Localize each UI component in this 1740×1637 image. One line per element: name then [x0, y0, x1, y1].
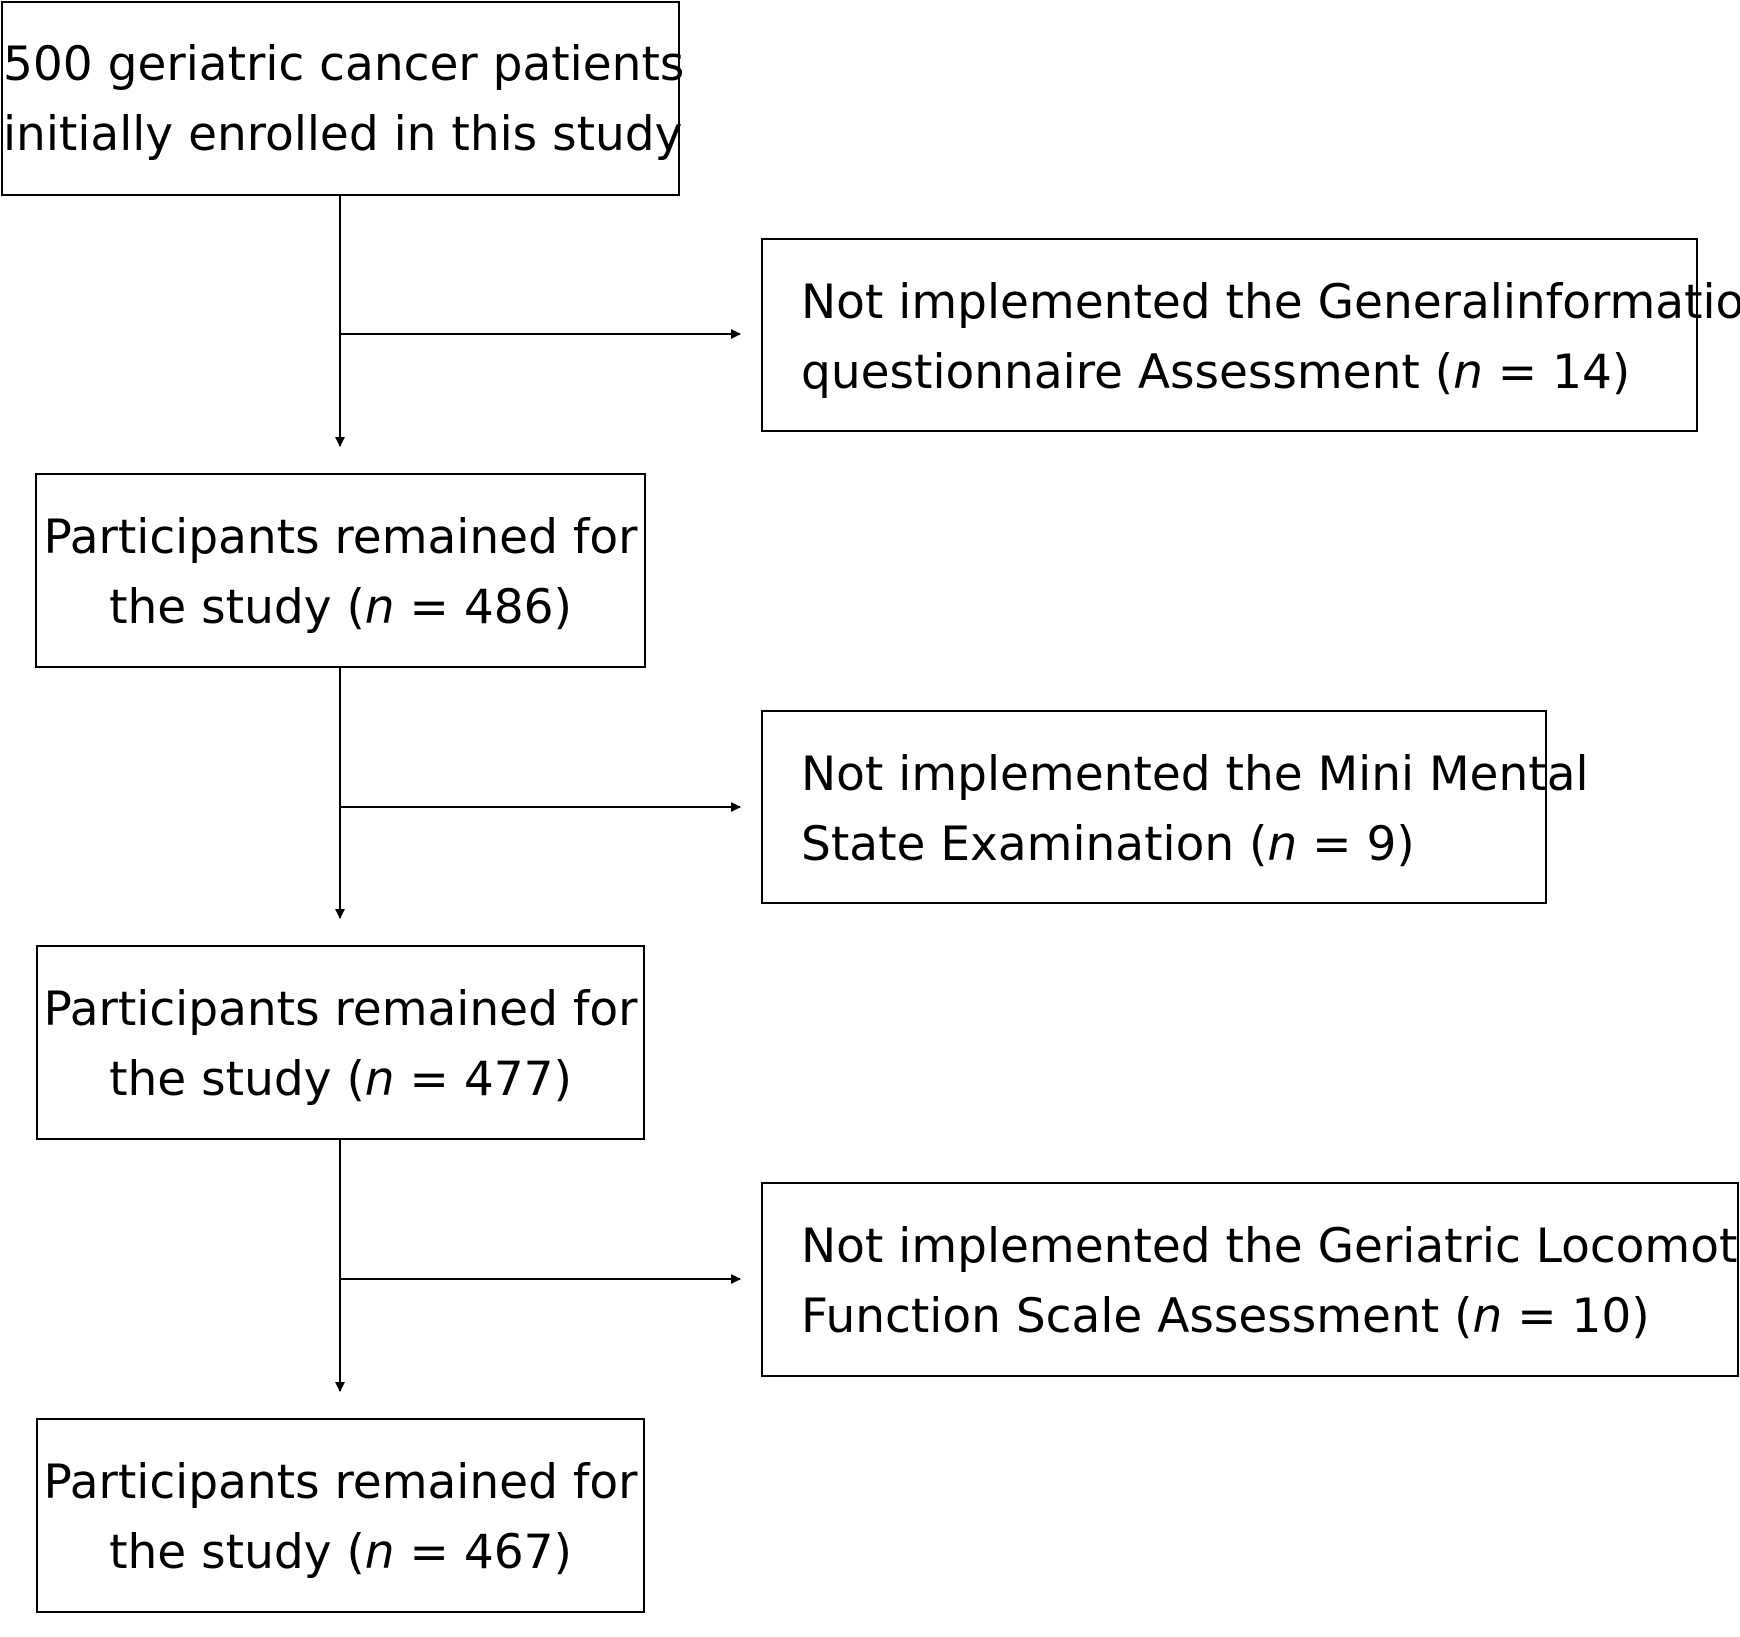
n-symbol: n	[364, 1052, 395, 1107]
exclusion-1-line-1: Not implemented the Generalinformation	[801, 275, 1740, 330]
n-symbol: n	[364, 580, 395, 635]
exclusion-1-line-2: questionnaire Assessment (n = 14)	[801, 345, 1631, 400]
participants-486-line-1: Participants remained for	[43, 510, 638, 565]
n-symbol: n	[1453, 345, 1483, 400]
exclusion-3-line-1: Not implemented the Geriatric Locomotive	[801, 1219, 1740, 1274]
start-box-line-2: initially enrolled in this study	[3, 107, 683, 162]
start-box: 500 geriatric cancer patients initially …	[1, 1, 685, 196]
participants-box-467: Participants remained for the study (n =…	[36, 1418, 645, 1613]
participants-477-line-1: Participants remained for	[43, 982, 638, 1037]
participants-box-477: Participants remained for the study (n =…	[36, 945, 645, 1140]
exclusion-2-line-1: Not implemented the Mini Mental	[801, 747, 1589, 802]
participants-467-line-1: Participants remained for	[43, 1455, 638, 1510]
exclusion-2-line-2: State Examination (n = 9)	[801, 817, 1415, 872]
participants-box-486: Participants remained for the study (n =…	[35, 473, 646, 668]
n-symbol: n	[1267, 817, 1298, 872]
exclusion-3-line-2: Function Scale Assessment (n = 10)	[801, 1289, 1650, 1344]
n-symbol: n	[364, 1525, 395, 1580]
participants-486-line-2: the study (n = 486)	[109, 580, 572, 635]
n-symbol: n	[1472, 1289, 1503, 1344]
exclusion-box-1: Not implemented the Generalinformation q…	[761, 238, 1740, 432]
participants-467-line-2: the study (n = 467)	[109, 1525, 572, 1580]
participants-477-line-2: the study (n = 477)	[109, 1052, 572, 1107]
exclusion-box-3: Not implemented the Geriatric Locomotive…	[761, 1182, 1740, 1377]
start-box-line-1: 500 geriatric cancer patients	[3, 37, 685, 92]
exclusion-box-2: Not implemented the Mini Mental State Ex…	[761, 710, 1589, 904]
